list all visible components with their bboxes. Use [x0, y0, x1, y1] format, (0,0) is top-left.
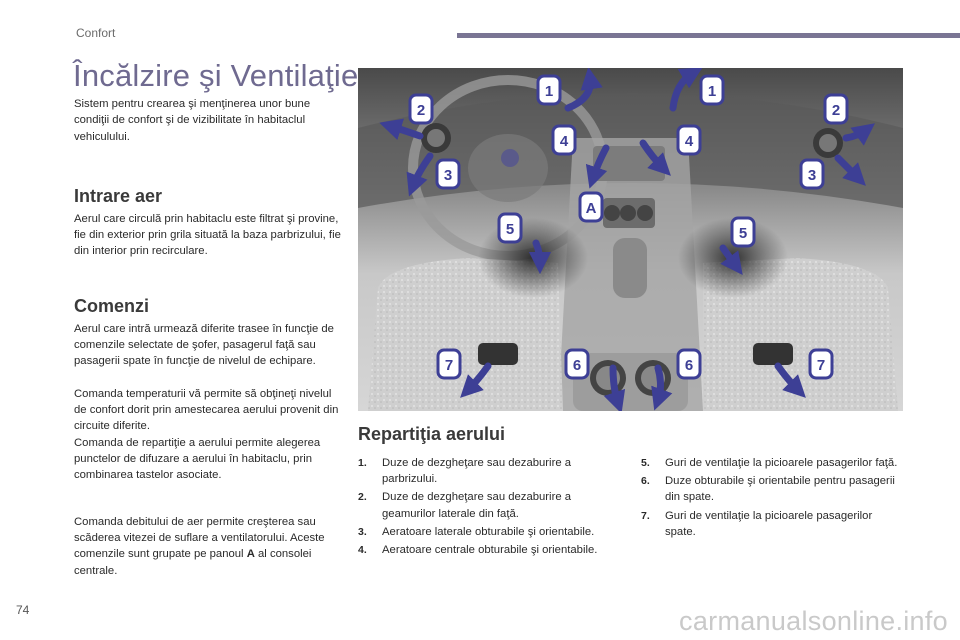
ventilation-diagram: 1 1 2 2 3 3 4 4 A 5 5 6 6 7 7: [358, 68, 903, 411]
list-item: 5.Guri de ventilaţie la picioarele pasag…: [641, 457, 898, 469]
svg-text:3: 3: [808, 167, 816, 184]
diagram-label-7b: 7: [808, 348, 834, 380]
svg-text:2: 2: [417, 102, 425, 119]
svg-text:5: 5: [506, 221, 514, 238]
diagram-label-2a: 2: [408, 93, 434, 125]
svg-text:4: 4: [560, 133, 569, 150]
panel-letter: A: [246, 548, 255, 561]
svg-text:1: 1: [545, 83, 553, 100]
heading-air-intake: Intrare aer: [74, 186, 163, 206]
svg-text:A: A: [586, 200, 597, 217]
diagram-label-2b: 2: [823, 93, 849, 125]
controls-temperature-paragraph: Comanda temperaturii vă permite să obţin…: [74, 388, 339, 433]
controls-distribution-paragraph: Comanda de repartiţie a aerului permite …: [74, 437, 321, 482]
svg-text:3: 3: [444, 167, 452, 184]
page-number: 74: [16, 603, 30, 617]
diagram-label-6b: 6: [676, 348, 702, 380]
heading-controls: Comenzi: [74, 296, 150, 316]
distribution-list-right: 5.Guri de ventilaţie la picioarele pasag…: [641, 455, 903, 542]
svg-text:6: 6: [573, 357, 581, 374]
section-label: Confort: [76, 26, 116, 40]
diagram-label-4b: 4: [676, 124, 702, 156]
svg-text:7: 7: [445, 357, 453, 374]
distribution-heading: Repartiţia aerului: [358, 424, 506, 444]
list-item: 6.Duze obturabile şi orientabile pentru …: [641, 475, 895, 504]
controls-paragraph: Aerul care intră urmează diferite trasee…: [74, 323, 334, 368]
diagram-label-1b: 1: [699, 74, 725, 106]
page-title: Încălzire şi Ventilaţie: [73, 58, 359, 93]
diagram-label-4a: 4: [551, 124, 577, 156]
controls-flow-paragraph: Comanda debitului de aer permite creşter…: [74, 516, 325, 577]
diagram-label-a: A: [578, 191, 604, 223]
watermark: carmanualsonline.info: [679, 606, 948, 636]
diagram-label-3b: 3: [799, 158, 825, 190]
list-item: 7.Guri de ventilaţie la picioarele pasag…: [641, 509, 873, 538]
diagram-label-1a: 1: [536, 74, 562, 106]
distribution-list-left: 1.Duze de dezgheţare sau dezaburire a pa…: [358, 455, 626, 560]
diagram-label-5a: 5: [497, 212, 523, 244]
list-item: 4.Aeratoare centrale obturabile şi orien…: [358, 544, 598, 557]
list-item: 3.Aeratoare laterale obturabile şi orien…: [358, 525, 595, 538]
diagram-label-7a: 7: [436, 348, 462, 380]
svg-text:1: 1: [708, 83, 716, 100]
svg-text:2: 2: [832, 102, 840, 119]
list-item: 1.Duze de dezgheţare sau dezaburire a pa…: [358, 457, 572, 486]
diagram-label-3a: 3: [435, 158, 461, 190]
svg-text:6: 6: [685, 357, 693, 374]
list-item: 2.Duze de dezgheţare sau dezaburire a ge…: [358, 491, 572, 520]
svg-text:5: 5: [739, 225, 747, 242]
air-intake-paragraph: Aerul care circulă prin habitaclu este f…: [74, 213, 341, 258]
svg-text:7: 7: [817, 357, 825, 374]
svg-text:4: 4: [685, 133, 694, 150]
diagram-label-5b: 5: [730, 216, 756, 248]
header-accent-bar: [457, 33, 960, 38]
diagram-label-6a: 6: [564, 348, 590, 380]
intro-paragraph: Sistem pentru crearea şi menţinerea unor…: [74, 98, 311, 143]
